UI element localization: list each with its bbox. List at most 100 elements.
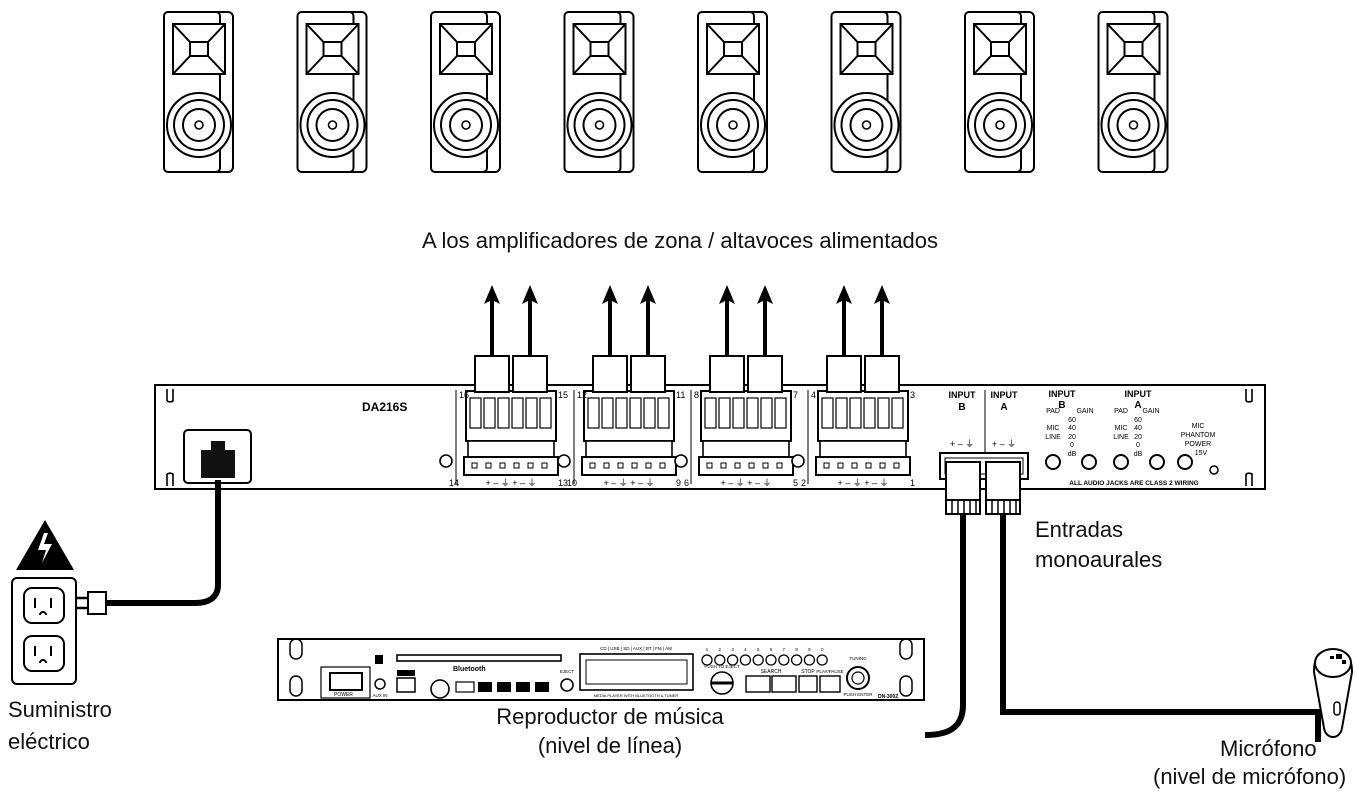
- preset-number: 1: [706, 647, 709, 652]
- power-caption-line2: eléctrico: [8, 729, 90, 754]
- phantom-switch[interactable]: [1177, 454, 1193, 470]
- svg-text:60: 60: [1134, 417, 1142, 424]
- svg-text:MIC: MIC: [1192, 423, 1205, 430]
- preset-button[interactable]: [803, 654, 816, 666]
- preset-button[interactable]: [816, 654, 828, 666]
- preset-number: 8: [795, 647, 798, 652]
- svg-text:EJECT: EJECT: [560, 669, 575, 674]
- power-button[interactable]: [329, 672, 363, 691]
- preset-button[interactable]: [790, 654, 803, 666]
- speaker-row: [163, 11, 1169, 173]
- input-a-letter: A: [1000, 402, 1007, 413]
- pin-labels: + – ⏚ + – ⏚: [837, 478, 888, 488]
- search-back-button[interactable]: [745, 675, 771, 693]
- preset-button[interactable]: [765, 654, 777, 666]
- preset-number: 9: [808, 647, 811, 652]
- svg-text:MIC: MIC: [1047, 425, 1060, 432]
- preset-button[interactable]: [726, 654, 739, 666]
- power-inlet: [183, 429, 252, 484]
- aux-jack[interactable]: [374, 678, 386, 690]
- output-number: 2: [801, 478, 806, 488]
- svg-text:dB: dB: [1134, 451, 1143, 458]
- pad-knob[interactable]: [1113, 454, 1129, 470]
- svg-text:MIC: MIC: [1115, 425, 1128, 432]
- preset-button[interactable]: [714, 654, 726, 666]
- usb-port[interactable]: [396, 677, 416, 693]
- svg-text:POWER: POWER: [1185, 441, 1211, 448]
- svg-text:INPUT: INPUT: [1049, 389, 1077, 399]
- output-number: 4: [811, 390, 816, 400]
- player-caption-line2: (nivel de línea): [537, 733, 683, 758]
- stop-button[interactable]: [798, 675, 818, 693]
- music-player-unit: POWER AUX IN Bluetooth EJECT CD | USB | …: [277, 638, 925, 701]
- up-arrow-icon: [602, 285, 618, 362]
- output-plug: [630, 355, 666, 393]
- preset-button[interactable]: [778, 654, 790, 666]
- preset-button[interactable]: [701, 654, 713, 666]
- svg-text:PUSH TO EJECT: PUSH TO EJECT: [704, 664, 740, 669]
- input-cables: [924, 461, 1321, 742]
- up-arrow-icon: [757, 285, 773, 362]
- gain-knob[interactable]: [1149, 454, 1165, 470]
- svg-text:CD | USB | SD | AUX | BT | FM: CD | USB | SD | AUX | BT | FM | AM: [600, 646, 672, 651]
- up-arrow-icon: [484, 285, 500, 362]
- svg-text:Bluetooth: Bluetooth: [453, 666, 486, 673]
- preset-number: 3: [731, 647, 734, 652]
- preset-button[interactable]: [739, 654, 752, 666]
- output-plug: [864, 355, 900, 393]
- output-number: 6: [684, 478, 689, 488]
- output-number: 15: [558, 390, 568, 400]
- play-pause-button[interactable]: [819, 675, 841, 693]
- pin-labels: + – ⏚ + – ⏚: [485, 478, 536, 488]
- output-number: 5: [793, 478, 798, 488]
- svg-text:PUSH ENTER: PUSH ENTER: [843, 692, 873, 697]
- distributor-model: DA216S: [362, 400, 407, 414]
- output-plug: [747, 355, 783, 393]
- preset-number: 2: [719, 647, 722, 652]
- preset-number: 7: [783, 647, 786, 652]
- preset-button[interactable]: [752, 654, 764, 666]
- output-number: 7: [793, 390, 798, 400]
- eject-button[interactable]: [560, 678, 574, 692]
- svg-text:dB: dB: [1068, 451, 1077, 458]
- output-plug: [709, 355, 745, 393]
- player-caption-line1: Reproductor de música: [496, 704, 724, 729]
- speaker-icon: [697, 11, 768, 173]
- speaker-icon: [830, 11, 902, 173]
- input-a-gain-section: INPUT A PAD GAIN MIC LINE 60 40 20 0 dB: [1113, 389, 1165, 470]
- svg-text:STOP: STOP: [801, 669, 815, 675]
- svg-text:0: 0: [1070, 442, 1074, 449]
- svg-text:40: 40: [1134, 425, 1142, 432]
- preset-number: 4: [744, 647, 747, 652]
- up-arrow-icon: [522, 285, 538, 362]
- svg-text:15V: 15V: [1195, 450, 1208, 457]
- output-arrows: [484, 285, 890, 362]
- output-plug: [592, 355, 628, 393]
- up-arrow-icon: [836, 285, 852, 362]
- svg-text:PAD: PAD: [1114, 408, 1128, 415]
- svg-text:LINE: LINE: [1045, 434, 1061, 441]
- up-arrow-icon: [874, 285, 890, 362]
- input-b-label: INPUT: [949, 390, 977, 400]
- output-plug: [512, 355, 548, 393]
- pad-knob[interactable]: [1045, 454, 1061, 470]
- speaker-icon: [1097, 11, 1169, 173]
- svg-text:GAIN: GAIN: [1076, 408, 1093, 415]
- svg-text:20: 20: [1068, 434, 1076, 441]
- svg-text:TUNING: TUNING: [849, 656, 867, 661]
- wall-outlet: [11, 577, 77, 685]
- search-forward-button[interactable]: [771, 675, 797, 693]
- mic-caption-line2: (nivel de micrófono): [1153, 764, 1347, 789]
- svg-text:PLAY/PAUSE: PLAY/PAUSE: [816, 669, 843, 674]
- gain-knob[interactable]: [1081, 454, 1097, 470]
- output-number: 9: [676, 478, 681, 488]
- up-arrow-icon: [640, 285, 656, 362]
- sd-knob[interactable]: [430, 679, 450, 699]
- input-a-label: INPUT: [991, 390, 1019, 400]
- output-plug: [826, 355, 862, 393]
- svg-text:60: 60: [1068, 417, 1076, 424]
